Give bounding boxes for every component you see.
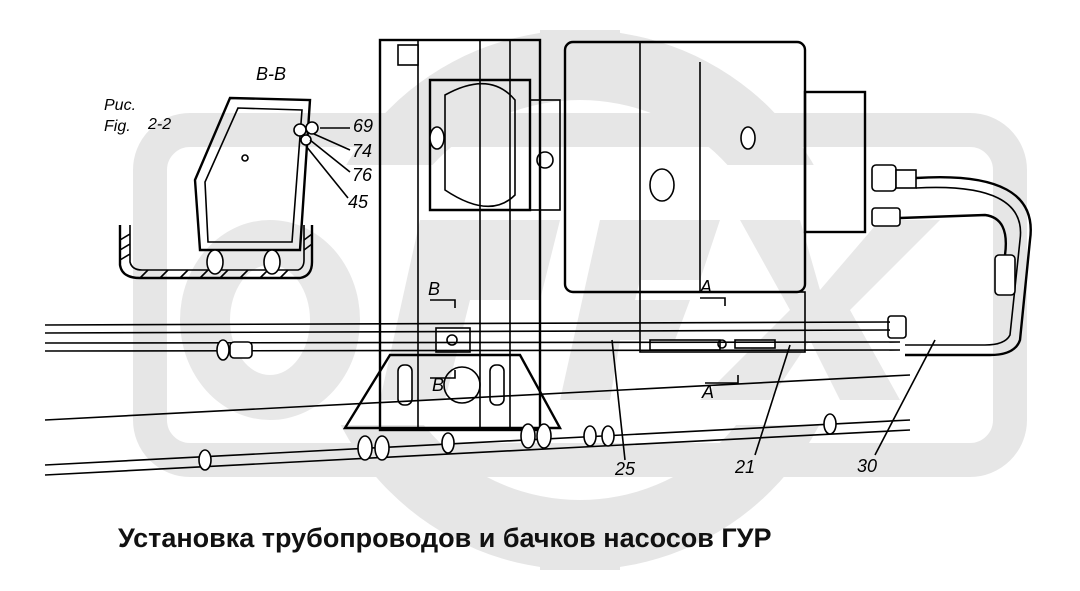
callout-25: 25 [614,459,636,479]
hose-30 [871,164,1032,357]
view-label-bb: B-B [256,64,286,84]
fig-label-en: Fig. [104,118,131,135]
callout-74: 74 [352,141,372,161]
pipelines [44,321,911,476]
callout-30: 30 [857,456,877,476]
pump-assembly-left [428,78,561,212]
figure-caption: Установка трубопроводов и бачков насосов… [118,523,772,553]
callout-21: 21 [734,457,755,477]
callout-69: 69 [353,116,373,136]
leader-lines [611,339,936,461]
callout-45: 45 [348,192,369,212]
fig-label-ru: Рис. [104,97,136,114]
section-mark-a-top: A [699,277,712,297]
section-mark-b-top: B [428,279,440,299]
section-bb-detail [118,96,351,280]
section-markers [430,297,739,384]
section-mark-b-bottom: B [432,375,444,395]
section-mark-a-bottom: A [701,382,714,402]
callout-76: 76 [352,165,373,185]
fig-number: 2-2 [147,116,171,133]
watermark-logo [133,30,1027,570]
